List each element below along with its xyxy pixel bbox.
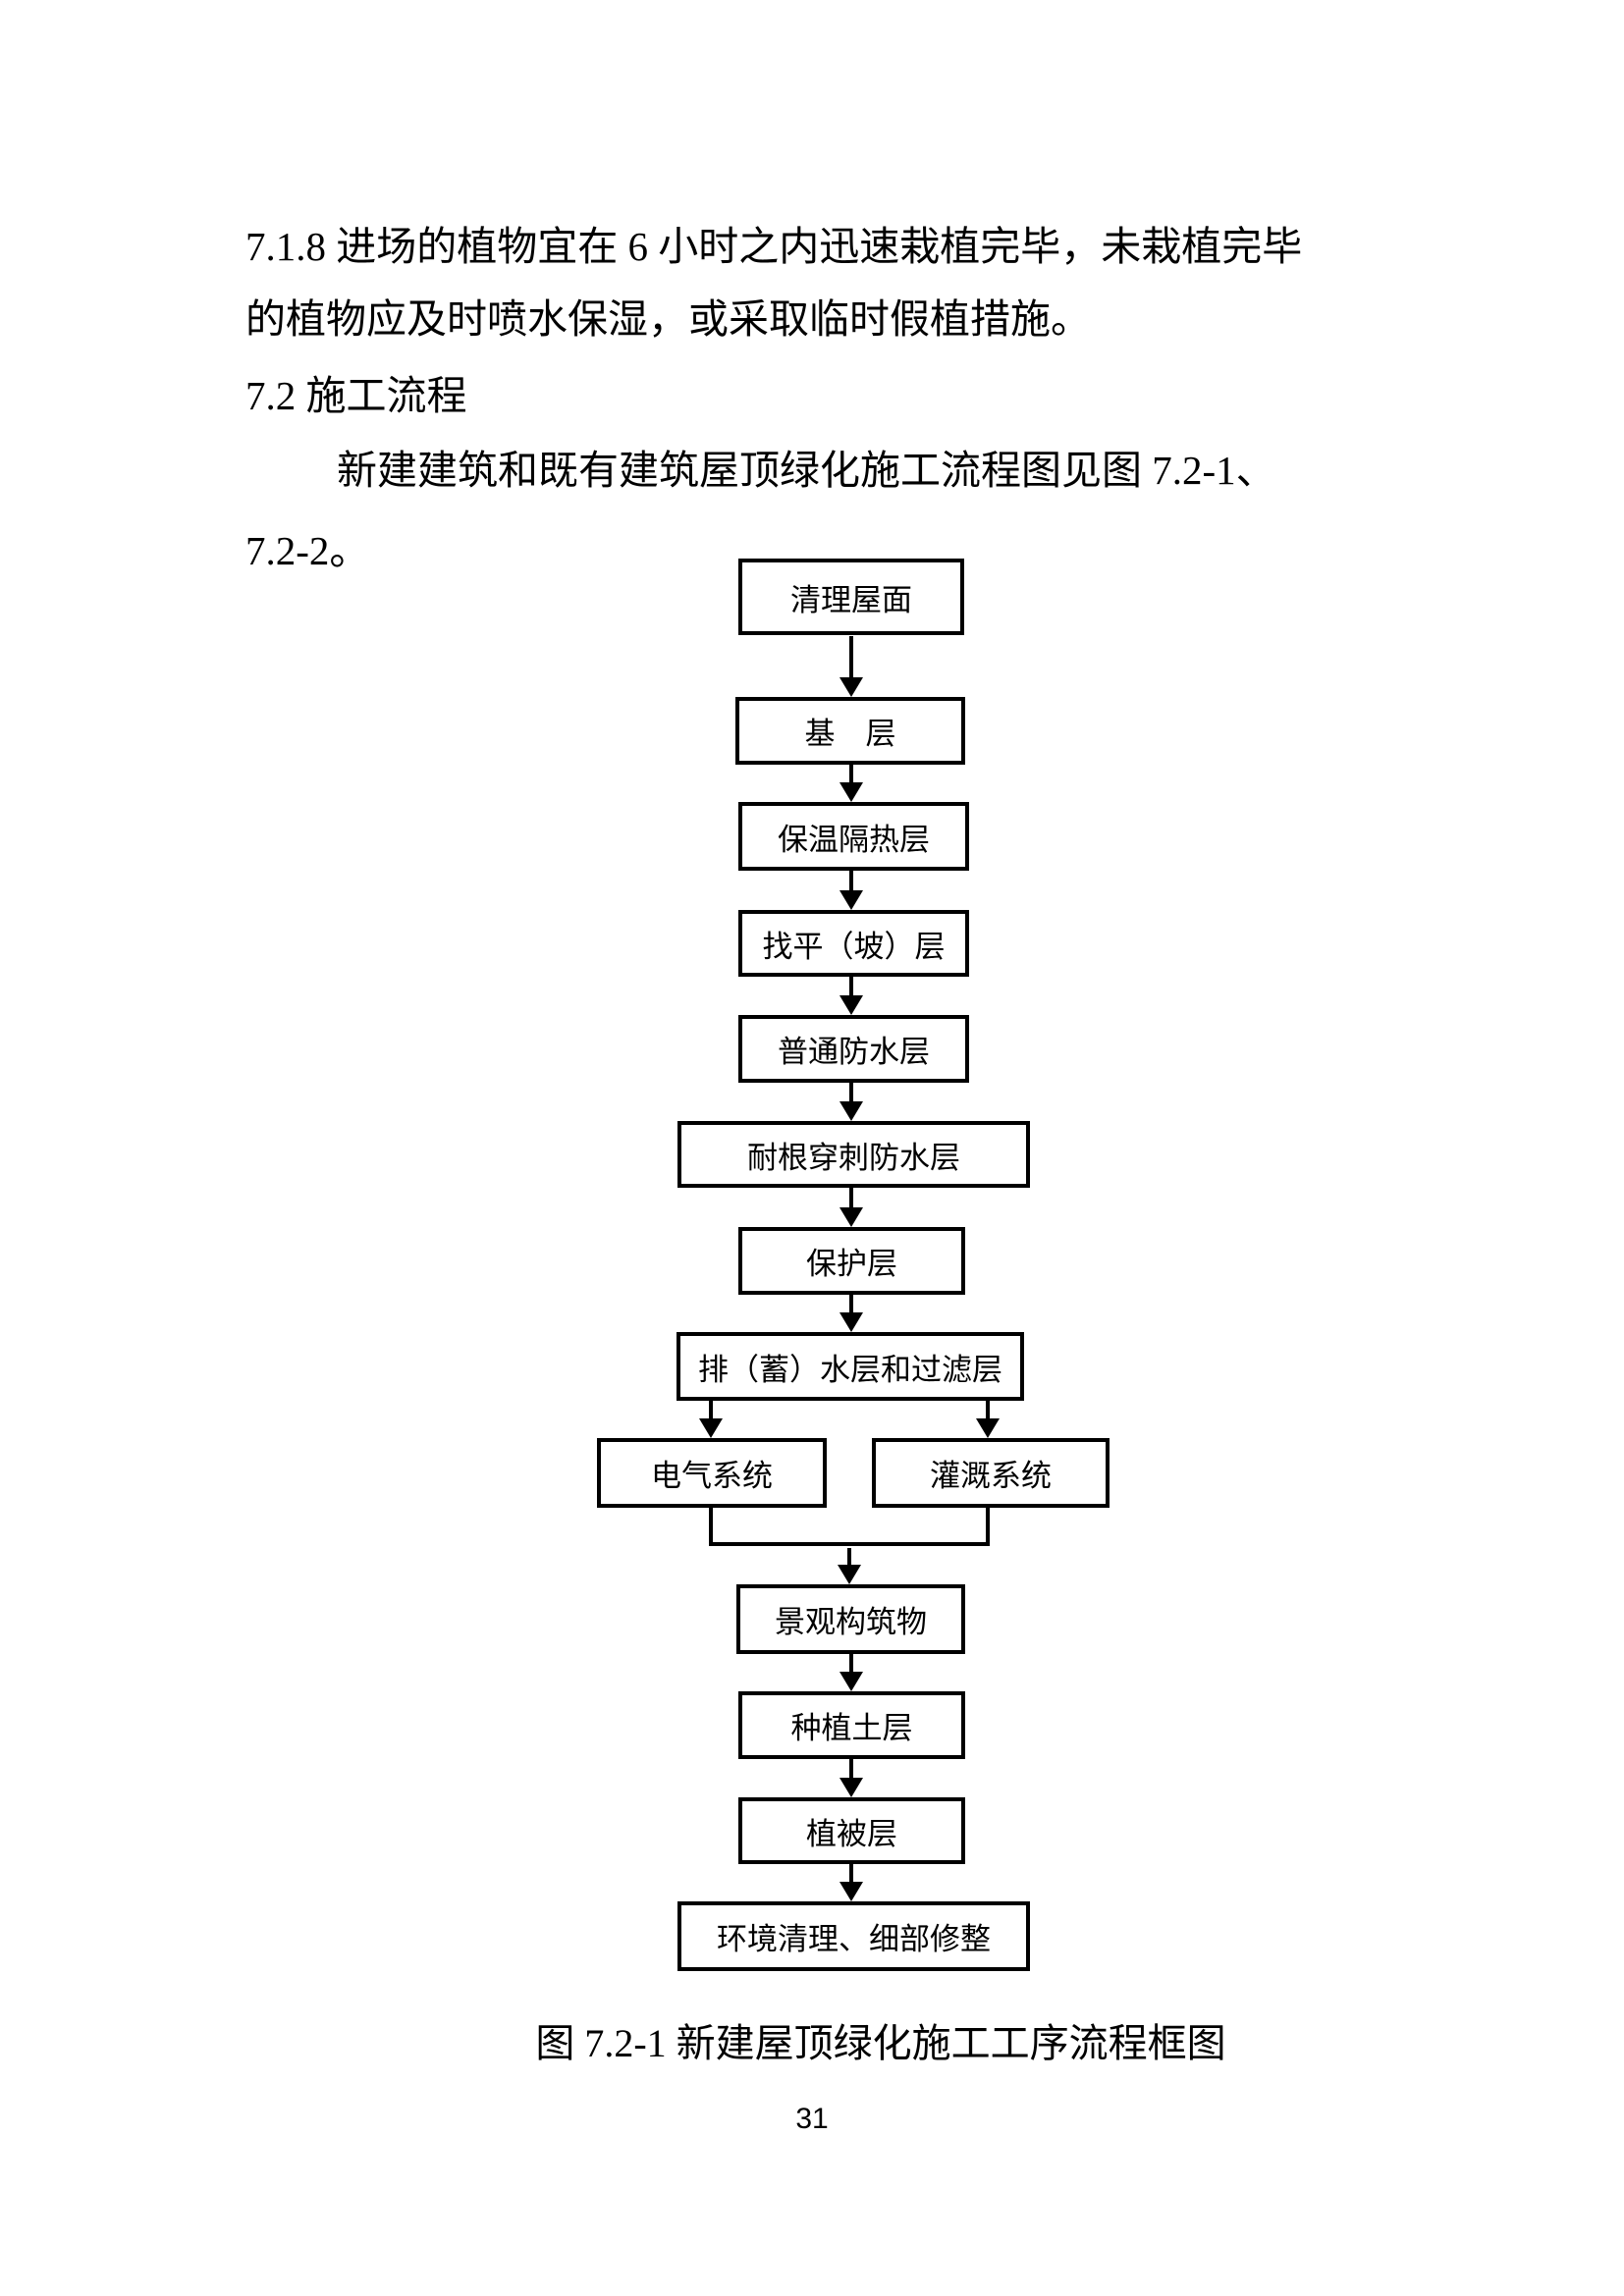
paragraph-7-1-8-line1: 7.1.8 进场的植物宜在 6 小时之内迅速栽植完毕，未栽植完毕 [245, 224, 1303, 269]
flow-node-irrigation-system: 灌溉系统 [872, 1438, 1110, 1508]
flow-arrow-down-icon [839, 1295, 863, 1332]
flow-node-vegetation-layer: 植被层 [738, 1797, 965, 1864]
flow-arrow-down-icon [839, 765, 863, 802]
flow-node-ordinary-waterproof-layer: 普通防水层 [738, 1015, 969, 1083]
flow-node-thermal-insulation-layer: 保温隔热层 [738, 802, 969, 871]
heading-7-2: 7.2 施工流程 [245, 373, 467, 418]
paragraph-7-1-8-line2: 的植物应及时喷水保湿，或采取临时假植措施。 [245, 296, 1091, 342]
flow-connector-left-line [709, 1508, 713, 1546]
flow-connector-merge-line [709, 1542, 990, 1546]
flow-arrow-down-icon [699, 1401, 723, 1438]
flow-arrow-down-icon [839, 871, 863, 910]
page-number: 31 [795, 2103, 829, 2135]
flow-node-leveling-slope-layer: 找平（坡）层 [738, 910, 969, 977]
flow-node-clean-roof: 清理屋面 [738, 559, 964, 635]
figure-caption: 图 7.2-1 新建屋顶绿化施工工序流程框图 [535, 2021, 1226, 2065]
paragraph-7-2-line2: 7.2-2。 [245, 528, 370, 573]
paragraph-7-2-line1: 新建建筑和既有建筑屋顶绿化施工流程图见图 7.2-1、 [337, 448, 1276, 493]
flow-arrow-down-icon [839, 1864, 863, 1901]
flow-arrow-down-icon [976, 1401, 1000, 1438]
flow-node-root-puncture-resistant-waterproof-layer: 耐根穿刺防水层 [677, 1121, 1030, 1188]
flow-node-protection-layer: 保护层 [738, 1227, 965, 1295]
flow-arrow-down-icon [838, 1548, 861, 1584]
flow-arrow-down-icon [839, 977, 863, 1015]
flow-arrow-down-icon [839, 1759, 863, 1797]
flow-arrow-down-icon [839, 1083, 863, 1121]
flow-node-environment-cleanup-detail-finishing: 环境清理、细部修整 [677, 1901, 1030, 1971]
flow-node-drainage-storage-filter-layer: 排（蓄）水层和过滤层 [677, 1332, 1024, 1401]
flow-arrow-down-icon [839, 1654, 863, 1691]
flow-node-electrical-system: 电气系统 [597, 1438, 827, 1508]
flow-connector-right-line [986, 1508, 990, 1546]
flow-arrow-down-icon [839, 1188, 863, 1227]
flow-node-landscape-structures: 景观构筑物 [736, 1584, 965, 1654]
flow-arrow-down-icon [839, 636, 863, 697]
flow-node-base-layer: 基 层 [735, 697, 965, 765]
flow-node-planting-soil-layer: 种植土层 [738, 1691, 965, 1759]
